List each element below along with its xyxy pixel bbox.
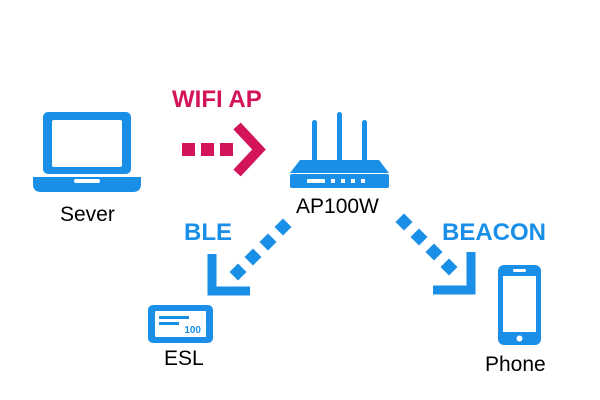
ap-label: AP100W bbox=[296, 195, 379, 218]
server-label: Sever bbox=[60, 203, 115, 226]
wifi-router-icon bbox=[290, 112, 389, 188]
ble-link-label: BLE bbox=[184, 219, 232, 246]
beacon-link-label: BEACON bbox=[442, 219, 547, 246]
smartphone-icon bbox=[498, 265, 541, 345]
laptop-icon bbox=[33, 112, 141, 192]
esl-display-value: 100 bbox=[184, 325, 201, 336]
wifi-link-label: WIFI AP bbox=[172, 86, 262, 113]
phone-label: Phone bbox=[485, 353, 546, 376]
electronic-shelf-label-icon: 100 bbox=[148, 305, 213, 343]
esl-label: ESL bbox=[164, 347, 204, 370]
wifi-link-arrow bbox=[182, 122, 266, 177]
